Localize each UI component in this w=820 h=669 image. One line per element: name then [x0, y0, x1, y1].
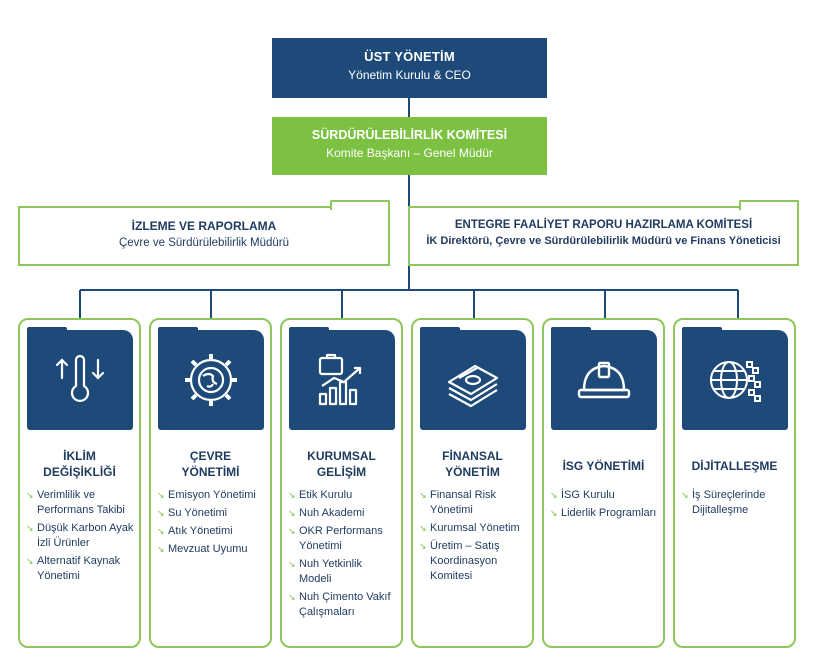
list-item: Su Yönetimi — [157, 506, 266, 521]
icon-panel — [158, 327, 264, 430]
list-item: Nuh Akademi — [288, 506, 397, 521]
thermometer-icon — [55, 354, 105, 403]
folder-tab — [739, 200, 799, 210]
icon-panel — [420, 327, 526, 430]
card-list: Verimlilik ve Performans Takibi Düşük Ka… — [26, 488, 135, 587]
icon-panel — [682, 327, 788, 430]
list-item: Düşük Karbon Ayak İzli Ürünler — [26, 521, 135, 551]
sustainability-committee-box: SÜRDÜRÜLEBİLİRLİK KOMİTESİ Komite Başkan… — [272, 117, 547, 175]
integrated-report-committee-box: ENTEGRE FAALİYET RAPORU HAZIRLAMA KOMİTE… — [408, 200, 799, 266]
list-item: Etik Kurulu — [288, 488, 397, 503]
committee-title: SÜRDÜRÜLEBİLİRLİK KOMİTESİ — [311, 128, 508, 142]
list-item: Alternatif Kaynak Yönetimi — [26, 554, 135, 584]
top-management-subtitle: Yönetim Kurulu & CEO — [348, 68, 471, 82]
list-item: Üretim – Satış Koordinasyon Komitesi — [419, 539, 528, 584]
card-list: Emisyon Yönetimi Su Yönetimi Atık Yöneti… — [157, 488, 266, 560]
list-item: Mevzuat Uyumu — [157, 542, 266, 557]
card-list: İSG Kurulu Liderlik Programları — [550, 488, 659, 524]
icon-panel — [551, 327, 657, 430]
top-management-box: ÜST YÖNETİM Yönetim Kurulu & CEO — [272, 38, 547, 98]
card-title: İSG YÖNETİMİ — [562, 459, 645, 473]
card-title: DİJİTALLEŞME — [691, 459, 778, 473]
money-stack-icon — [447, 364, 499, 408]
top-management-title: ÜST YÖNETİM — [364, 49, 455, 64]
list-item: Atık Yönetimi — [157, 524, 266, 539]
list-item: Emisyon Yönetimi — [157, 488, 266, 503]
integrated-title: ENTEGRE FAALİYET RAPORU HAZIRLAMA KOMİTE… — [454, 219, 753, 231]
card-list: Finansal Risk Yönetimi Kurumsal Yönetim … — [419, 488, 528, 587]
icon-panel — [27, 327, 133, 430]
list-item: Nuh Yetkinlik Modeli — [288, 557, 397, 587]
hard-hat-icon — [577, 361, 631, 399]
list-item: İSG Kurulu — [550, 488, 659, 503]
list-item: Liderlik Programları — [550, 506, 659, 521]
globe-gear-icon — [185, 354, 237, 406]
list-item: Verimlilik ve Performans Takibi — [26, 488, 135, 518]
icon-panel — [289, 327, 395, 430]
card-list: İş Süreçlerinde Dijitalleşme — [681, 488, 790, 521]
list-item: OKR Performans Yönetimi — [288, 524, 397, 554]
integrated-subtitle: İK Direktörü, Çevre ve Sürdürülebilirlik… — [426, 235, 781, 247]
list-item: Finansal Risk Yönetimi — [419, 488, 528, 518]
digital-globe-icon — [710, 361, 761, 402]
folder-tab — [330, 200, 390, 210]
monitoring-reporting-box: İZLEME VE RAPORLAMA Çevre ve Sürdürülebi… — [18, 200, 390, 266]
list-item: Nuh Çimento Vakıf Çalışmaları — [288, 590, 397, 620]
monitoring-subtitle: Çevre ve Sürdürülebilirlik Müdürü — [118, 237, 289, 249]
card-digitalization: DİJİTALLEŞME İş Süreçlerinde Dijitalleşm… — [673, 318, 796, 648]
list-item: Kurumsal Yönetim — [419, 521, 528, 536]
briefcase-growth-icon — [318, 353, 362, 406]
list-item: İş Süreçlerinde Dijitalleşme — [681, 488, 790, 518]
committee-subtitle: Komite Başkanı – Genel Müdür — [326, 146, 493, 160]
card-ohs-management: İSG YÖNETİMİ İSG Kurulu Liderlik Program… — [542, 318, 665, 648]
monitoring-title: İZLEME VE RAPORLAMA — [131, 219, 277, 233]
card-list: Etik Kurulu Nuh Akademi OKR Performans Y… — [288, 488, 397, 623]
